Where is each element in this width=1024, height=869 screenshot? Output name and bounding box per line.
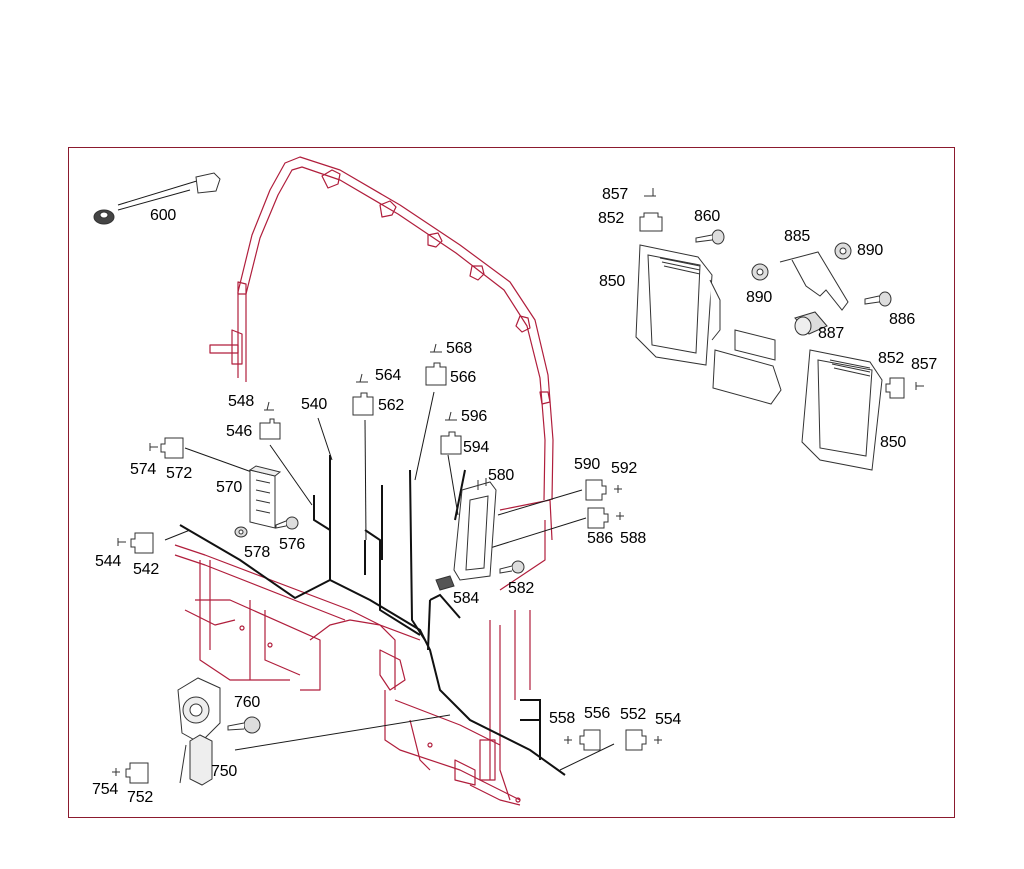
nut-890-top-icon [834, 242, 852, 260]
callout-594: 594 [463, 439, 490, 456]
callout-886: 886 [889, 311, 916, 328]
callout-568: 568 [446, 340, 473, 357]
door-frame-structure [174, 156, 554, 806]
callout-860: 860 [694, 208, 721, 225]
diagram-frame [68, 147, 955, 818]
callout-582: 582 [508, 580, 535, 597]
callout-857-top: 857 [602, 186, 629, 203]
plug-588-icon [616, 512, 624, 520]
callout-552: 552 [620, 706, 647, 723]
leader-lines [117, 179, 721, 771]
callout-852-right: 852 [878, 350, 905, 367]
module-580-icon [453, 478, 497, 581]
sensor-600-icon [93, 172, 221, 225]
callout-754: 754 [92, 781, 119, 798]
connector-566-icon [425, 362, 447, 386]
callout-574: 574 [130, 461, 157, 478]
plug-754-icon [112, 768, 120, 776]
callout-752: 752 [127, 789, 154, 806]
callout-580: 580 [488, 467, 515, 484]
control-unit-850-top-icon [635, 244, 721, 366]
screw-576-icon [275, 516, 299, 530]
module-570-icon [248, 465, 282, 529]
connector-752-icon [125, 762, 149, 784]
connector-552-icon [625, 729, 647, 751]
callout-852-top: 852 [598, 210, 625, 227]
callout-857-right: 857 [911, 356, 938, 373]
connector-586-icon [587, 507, 609, 529]
callout-584: 584 [453, 590, 480, 607]
callout-590: 590 [574, 456, 601, 473]
plug-564-icon [356, 373, 368, 383]
connector-556-icon [579, 729, 601, 751]
plug-548-icon [264, 401, 274, 411]
callout-850-bottom: 850 [880, 434, 907, 451]
wiring-harness [179, 455, 566, 776]
spacer-887-icon [794, 311, 828, 336]
callout-887: 887 [818, 325, 845, 342]
connector-590-icon [585, 479, 607, 501]
callout-544: 544 [95, 553, 122, 570]
screw-886-icon [864, 291, 892, 307]
callout-578: 578 [244, 544, 271, 561]
screw-582-icon [499, 560, 525, 574]
plug-554-icon [654, 736, 662, 744]
callout-562: 562 [378, 397, 405, 414]
relay-box-icon [712, 329, 782, 405]
callout-548: 548 [228, 393, 255, 410]
callout-576: 576 [279, 536, 306, 553]
plug-592-icon [614, 485, 622, 493]
window-motor-750-icon [177, 677, 221, 786]
plug-558-icon [564, 736, 572, 744]
plug-574-icon [149, 443, 158, 451]
callout-750: 750 [211, 763, 238, 780]
connector-852-right-icon [885, 377, 905, 399]
connector-572-icon [160, 437, 184, 459]
callout-566: 566 [450, 369, 477, 386]
callout-542: 542 [133, 561, 160, 578]
connector-562-icon [352, 392, 374, 416]
plug-568-icon [430, 343, 442, 353]
callout-760: 760 [234, 694, 261, 711]
callout-850-top: 850 [599, 273, 626, 290]
callout-556: 556 [584, 705, 611, 722]
bracket-885-icon [779, 251, 849, 311]
callout-564: 564 [375, 367, 402, 384]
plug-544-icon [117, 538, 126, 546]
nut-578-icon [234, 526, 248, 538]
connector-594-icon [440, 431, 462, 455]
control-unit-850-bottom-icon [801, 349, 883, 471]
callout-592: 592 [611, 460, 638, 477]
callout-540: 540 [301, 396, 328, 413]
callout-890-left: 890 [746, 289, 773, 306]
clip-584-icon [435, 575, 455, 591]
plug-857-top-icon [644, 188, 656, 197]
callout-885: 885 [784, 228, 811, 245]
callout-588: 588 [620, 530, 647, 547]
callout-596: 596 [461, 408, 488, 425]
callout-554: 554 [655, 711, 682, 728]
callout-600: 600 [150, 207, 177, 224]
callout-890-top: 890 [857, 242, 884, 259]
callout-572: 572 [166, 465, 193, 482]
screw-860-icon [695, 229, 725, 245]
callout-558: 558 [549, 710, 576, 727]
plug-596-icon [445, 411, 457, 421]
callout-546: 546 [226, 423, 253, 440]
callout-586: 586 [587, 530, 614, 547]
screw-760-icon [227, 716, 261, 734]
callout-570: 570 [216, 479, 243, 496]
nut-890-left-icon [751, 263, 769, 281]
connector-852-top-icon [639, 212, 663, 232]
connector-546-icon [259, 418, 281, 440]
connector-542-icon [130, 532, 154, 554]
parts-artwork [93, 172, 924, 786]
plug-857-right-icon [915, 382, 924, 390]
